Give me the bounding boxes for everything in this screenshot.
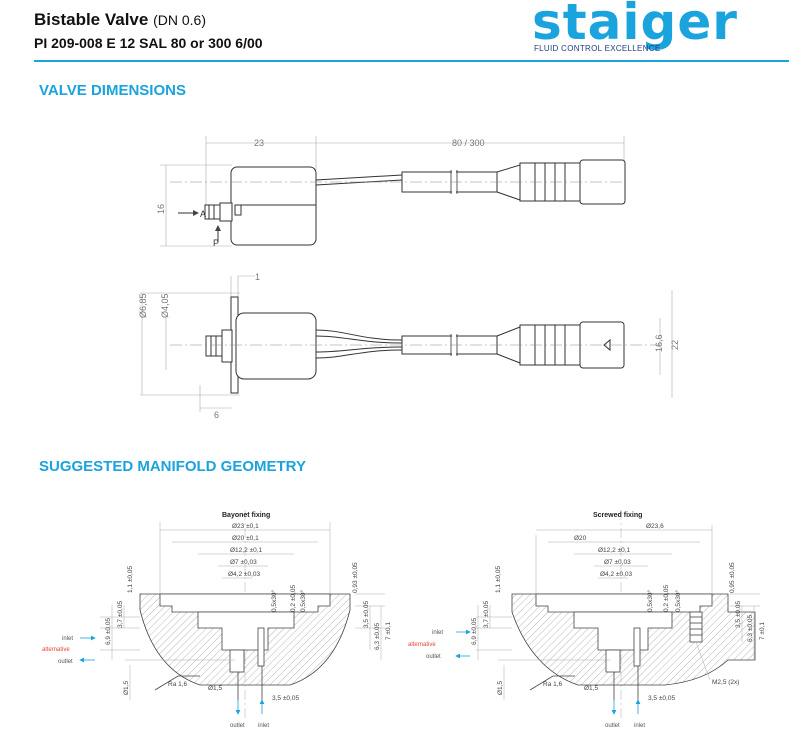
screwed-d236: Ø23,6 — [646, 523, 664, 530]
bayonet-v69: 6,9 ±0,05 — [105, 618, 112, 645]
bayonet-bottom-inlet: inlet — [258, 723, 269, 729]
bayonet-d15: Ø1,5 — [208, 685, 222, 692]
screwed-bottom-inlet: inlet — [634, 723, 645, 729]
dim-height: 16 — [156, 204, 166, 214]
dim-body-length: 23 — [254, 138, 264, 148]
title-text: Bistable Valve — [34, 10, 149, 29]
valve-side-view — [140, 275, 673, 412]
screwed-v095: 0,95 ±0,05 — [729, 562, 736, 593]
screwed-caption: Screwed fixing — [593, 512, 642, 519]
bayonet-ra: Ra 1,6 — [168, 681, 188, 688]
bayonet-v35: 3,5 ±0,05 — [363, 601, 370, 628]
screwed-d7: Ø7 ±0,03 — [604, 559, 631, 566]
screwed-ang1: 0,5x30° — [646, 589, 654, 612]
header-rule — [34, 60, 789, 62]
screwed-d15v: Ø1,5 — [497, 681, 504, 695]
section-manifold-geometry: SUGGESTED MANIFOLD GEOMETRY — [39, 458, 306, 475]
document-title: Bistable Valve (DN 0.6) — [34, 10, 206, 30]
bayonet-v63: 6,3 ±0,05 — [374, 623, 381, 650]
screwed-v35b: 3,5 ±0,05 — [648, 695, 675, 702]
bayonet-d15v: Ø1,5 — [123, 681, 130, 695]
bayonet-d42: Ø4,2 ±0,03 — [228, 571, 261, 578]
screwed-v37: 3,7 ±0,05 — [483, 601, 490, 628]
dim-d405: Ø4,05 — [160, 293, 170, 318]
staiger-logo: staiger FLUID CONTROL EXCELLENCE — [532, 0, 784, 54]
screwed-d42: Ø4,2 ±0,03 — [600, 571, 633, 578]
screwed-inlet-label: inlet — [432, 630, 443, 636]
bayonet-v02: 0,2 ±0,05 — [290, 585, 297, 612]
dim-6: 6 — [214, 410, 219, 420]
screwed-bottom-outlet: outlet — [605, 723, 620, 729]
valve-top-view — [160, 136, 626, 247]
bayonet-v093: 0,93 ±0,05 — [352, 562, 359, 593]
port-a-label: A — [200, 209, 206, 219]
bayonet-alternative-label: alternative — [42, 647, 70, 653]
bayonet-v37: 3,7 ±0,05 — [117, 601, 124, 628]
title-subtext: (DN 0.6) — [153, 12, 206, 28]
screwed-ang2: 0,5x30° — [674, 589, 682, 612]
screwed-d122: Ø12,2 ±0,1 — [598, 547, 631, 554]
screwed-m25: M2,5 (2x) — [712, 679, 739, 686]
bayonet-caption: Bayonet fixing — [222, 512, 270, 519]
dim-cable-length: 80 / 300 — [452, 138, 485, 148]
bayonet-ang2: 0,5x30° — [299, 589, 307, 612]
screwed-v63: 6,3 ±0,05 — [747, 615, 754, 642]
screwed-d20: Ø20 — [574, 535, 587, 542]
bayonet-manifold-drawing — [79, 510, 385, 720]
logo-tagline: FLUID CONTROL EXCELLENCE — [534, 44, 661, 53]
dim-flange: 1 — [255, 272, 260, 282]
screwed-d15: Ø1,5 — [584, 685, 598, 692]
bayonet-bottom-outlet: outlet — [230, 723, 245, 729]
bayonet-v35b: 3,5 ±0,05 — [272, 695, 299, 702]
bayonet-d20: Ø20 ±0,1 — [232, 535, 259, 542]
screwed-v7: 7 ±0,1 — [759, 622, 766, 640]
screwed-manifold-drawing — [455, 510, 760, 720]
logo-word: staiger — [532, 0, 738, 51]
screwed-v02: 0,2 ±0,05 — [663, 585, 670, 612]
screwed-v11: 1,1 ±0,05 — [495, 566, 502, 593]
screwed-ra: Ra 1,6 — [543, 681, 563, 688]
screwed-v35: 3,5 ±0,05 — [735, 601, 742, 628]
bayonet-d23: Ø23 ±0,1 — [232, 523, 259, 530]
bayonet-inlet-label: inlet — [62, 636, 73, 642]
dim-d685: Ø6,85 — [138, 293, 148, 318]
bayonet-outlet-label: outlet — [58, 659, 73, 665]
dim-total-height: 22 — [670, 340, 680, 350]
dim-connector: 16,6 — [654, 334, 664, 352]
screwed-outlet-label: outlet — [426, 654, 441, 660]
bayonet-d122: Ø12,2 ±0,1 — [230, 547, 263, 554]
section-valve-dimensions: VALVE DIMENSIONS — [39, 82, 186, 99]
bayonet-ang1: 0,5x30° — [270, 589, 278, 612]
screwed-v69: 6,9 ±0,05 — [471, 618, 478, 645]
bayonet-v11: 1,1 ±0,05 — [127, 566, 134, 593]
port-p-label: P — [213, 238, 219, 248]
screwed-alternative-label: alternative — [408, 642, 436, 648]
bayonet-v7: 7 ±0,1 — [385, 622, 392, 640]
bayonet-d7: Ø7 ±0,03 — [230, 559, 257, 566]
product-code: PI 209-008 E 12 SAL 80 or 300 6/00 — [34, 35, 263, 51]
